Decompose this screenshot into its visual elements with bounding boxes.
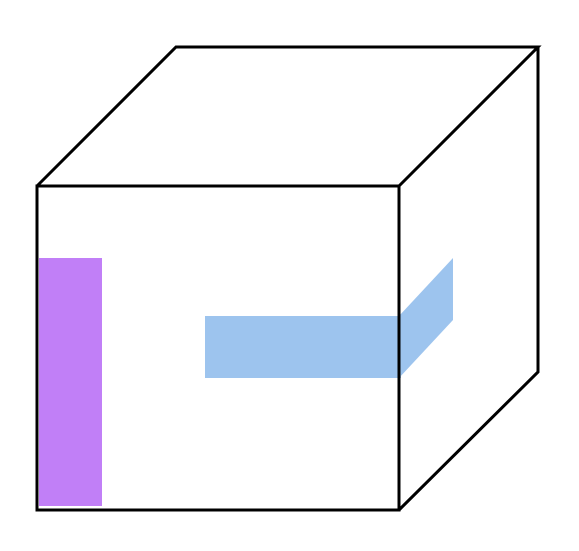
cube-right-face [397, 47, 540, 512]
cube-front-face [35, 184, 401, 512]
purple-block [39, 258, 102, 506]
cube [35, 45, 542, 512]
blue-block-front [205, 316, 401, 378]
blue-block [205, 258, 453, 378]
cube-top-face [35, 45, 542, 188]
blue-block-side [399, 258, 453, 378]
